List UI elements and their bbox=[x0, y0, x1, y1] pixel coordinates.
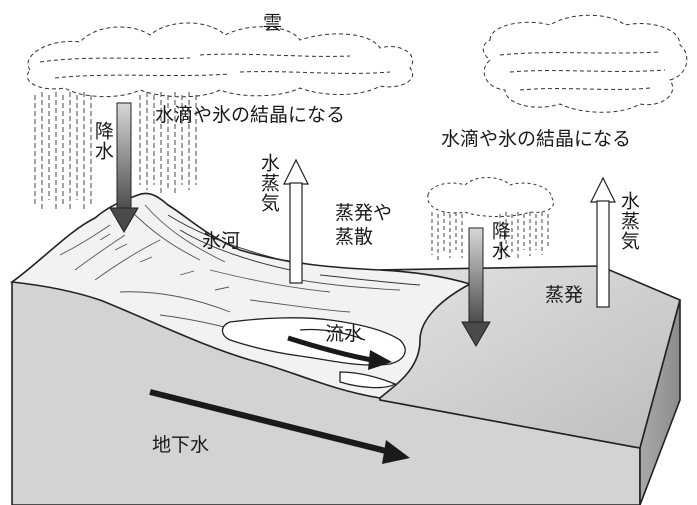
droplets-label-left: 水滴や氷の結晶になる bbox=[155, 104, 346, 126]
evaporation-transpiration-label: 蒸発や 蒸散 bbox=[335, 202, 393, 248]
precipitation-arrow-left bbox=[109, 102, 139, 233]
rain-ocean bbox=[431, 212, 549, 260]
cloud-left bbox=[27, 22, 413, 98]
precipitation-label-left: 降水 bbox=[91, 121, 114, 161]
vapor-arrow-left bbox=[283, 158, 309, 284]
glacier-label: 氷河 bbox=[202, 230, 241, 252]
groundwater-label: 地下水 bbox=[152, 434, 210, 456]
mountain-texture bbox=[59, 204, 401, 341]
cloud-right bbox=[482, 14, 688, 113]
sea-side bbox=[639, 299, 681, 505]
cloud-ocean bbox=[427, 177, 554, 217]
runoff-label: 流水 bbox=[325, 323, 364, 345]
cloud-label: 雲 bbox=[263, 12, 283, 34]
vapor-label-ocean: 水蒸気 bbox=[617, 191, 640, 251]
runoff-arrow bbox=[287, 335, 392, 370]
river-channels bbox=[221, 317, 406, 389]
groundwater-arrow bbox=[149, 389, 410, 464]
precipitation-arrow-ocean bbox=[461, 227, 491, 347]
glacier-lines bbox=[167, 214, 421, 286]
vapor-arrow-ocean bbox=[590, 176, 616, 308]
droplets-label-right: 水滴や氷の結晶になる bbox=[441, 128, 632, 150]
precipitation-label-ocean: 降水 bbox=[488, 221, 511, 261]
rain-left bbox=[34, 92, 197, 212]
evaporation-label-ocean: 蒸発 bbox=[545, 284, 584, 306]
vapor-label-left: 水蒸気 bbox=[257, 153, 280, 213]
